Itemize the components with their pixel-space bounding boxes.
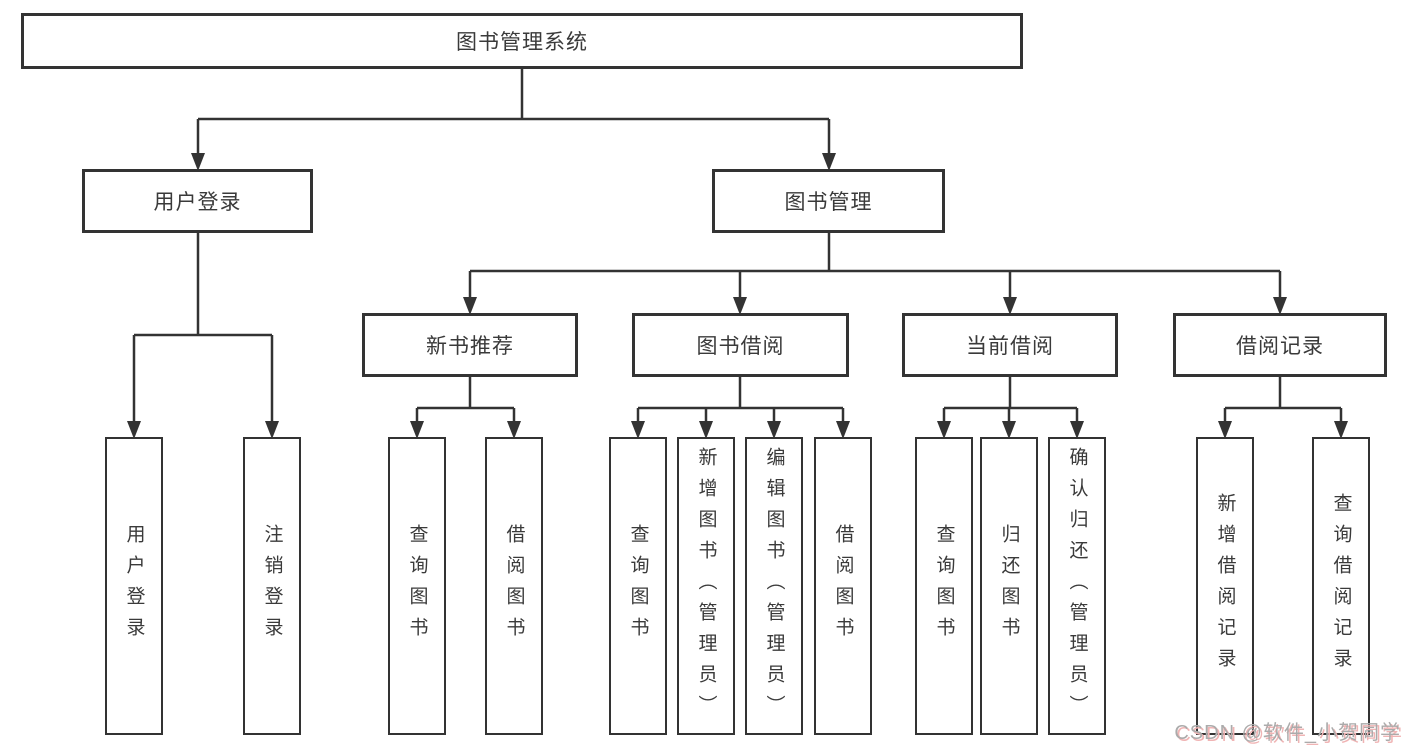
leaf-logout: 注销登录 [243, 437, 301, 735]
leaf-user-login-label: 用户登录 [123, 524, 145, 648]
leaf-return-books: 归还图书 [980, 437, 1038, 735]
node-borrow-records: 借阅记录 [1173, 313, 1387, 377]
leaf-borrow-query-books-label: 查询图书 [627, 524, 649, 648]
leaf-borrow-books: 借阅图书 [814, 437, 872, 735]
leaf-newbook-query-books-label: 查询图书 [406, 524, 428, 648]
leaf-add-book-admin: 新增图书（管理员） [677, 437, 735, 735]
connector-new-book-to-leaves [410, 377, 521, 439]
leaf-add-borrow-record: 新增借阅记录 [1196, 437, 1254, 735]
leaf-borrow-query-books: 查询图书 [609, 437, 667, 735]
connector-borrow-record-to-leaves [1218, 377, 1348, 439]
node-borrow-records-label: 借阅记录 [1236, 335, 1324, 358]
node-user-login: 用户登录 [82, 169, 313, 233]
connector-user-login-to-leaves [127, 233, 279, 439]
leaf-query-borrow-record-label: 查询借阅记录 [1330, 493, 1352, 679]
node-current-borrow: 当前借阅 [902, 313, 1118, 377]
leaf-borrow-books-label: 借阅图书 [832, 524, 854, 648]
connector-current-borrow-to-leaves [937, 377, 1084, 439]
leaf-add-borrow-record-label: 新增借阅记录 [1214, 493, 1236, 679]
leaf-user-login: 用户登录 [105, 437, 163, 735]
leaf-edit-book-admin-label: 编辑图书（管理员） [763, 446, 785, 726]
leaf-confirm-return-admin: 确认归还（管理员） [1048, 437, 1106, 735]
leaf-newbook-query-books: 查询图书 [388, 437, 446, 735]
leaf-current-query-books: 查询图书 [915, 437, 973, 735]
node-book-management: 图书管理 [712, 169, 945, 233]
node-root: 图书管理系统 [21, 13, 1023, 69]
leaf-add-book-admin-label: 新增图书（管理员） [695, 446, 717, 726]
connector-book-mgmt-to-level3 [463, 233, 1287, 315]
leaf-confirm-return-admin-label: 确认归还（管理员） [1066, 446, 1088, 726]
leaf-current-query-books-label: 查询图书 [933, 524, 955, 648]
node-new-book-recommend-label: 新书推荐 [426, 335, 514, 358]
watermark: CSDN @软件_小贺同学 [1174, 722, 1401, 744]
node-book-management-label: 图书管理 [784, 191, 873, 214]
leaf-query-borrow-record: 查询借阅记录 [1312, 437, 1370, 735]
node-root-label: 图书管理系统 [456, 31, 588, 54]
connector-book-borrow-to-leaves [631, 377, 850, 439]
leaf-newbook-borrow-books-label: 借阅图书 [503, 524, 525, 648]
connector-root-to-level2 [191, 68, 836, 171]
leaf-logout-label: 注销登录 [261, 524, 283, 648]
leaf-edit-book-admin: 编辑图书（管理员） [745, 437, 803, 735]
node-book-borrow: 图书借阅 [632, 313, 849, 377]
node-new-book-recommend: 新书推荐 [362, 313, 578, 377]
node-book-borrow-label: 图书借阅 [696, 335, 785, 358]
leaf-return-books-label: 归还图书 [998, 524, 1020, 648]
node-user-login-label: 用户登录 [153, 191, 242, 214]
leaf-newbook-borrow-books: 借阅图书 [485, 437, 543, 735]
node-current-borrow-label: 当前借阅 [966, 335, 1054, 358]
